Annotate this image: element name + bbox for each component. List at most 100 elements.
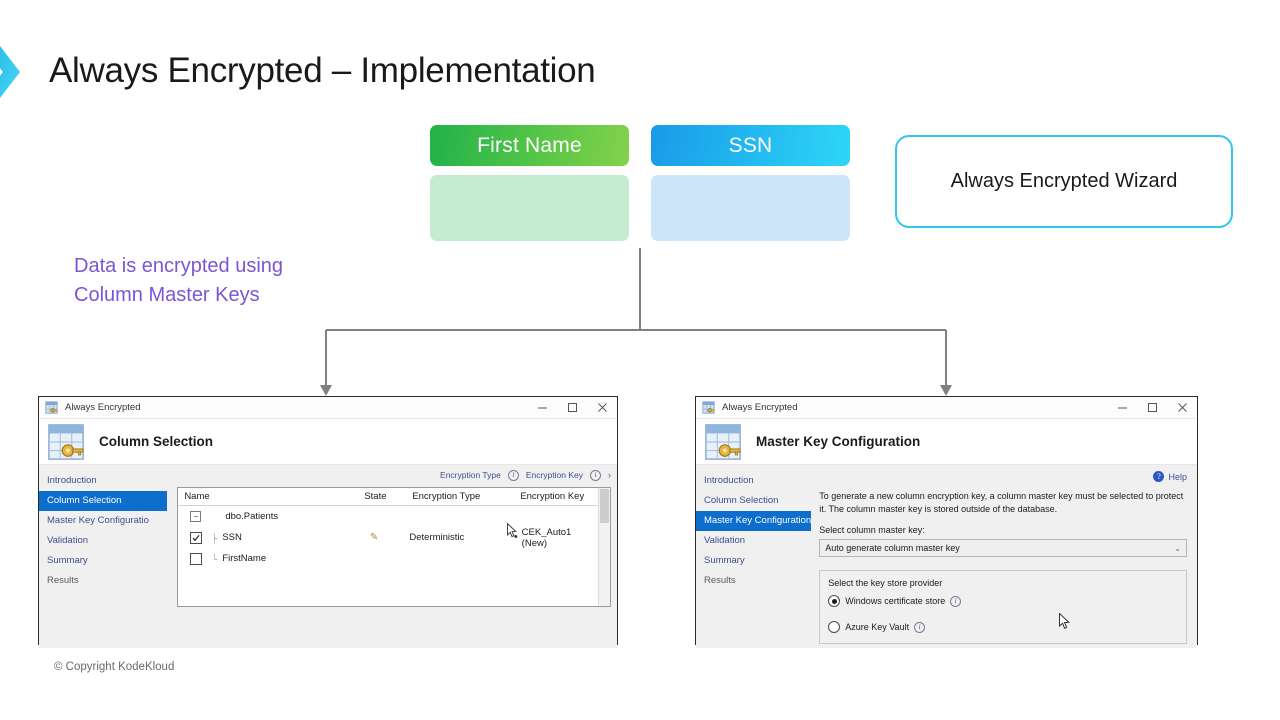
expander-icon[interactable]: − bbox=[190, 511, 202, 522]
table-cell-encryption-key-value: CEK_Auto1 (New) bbox=[521, 526, 572, 549]
radio-azure-key-vault[interactable]: Azure Key Vault i bbox=[828, 621, 1178, 633]
info-icon[interactable]: i bbox=[950, 595, 962, 607]
master-key-configuration-dialog: Always Encrypted Master Key Co bbox=[695, 396, 1198, 648]
select-master-key-label: Select column master key: bbox=[819, 525, 925, 535]
help-label: Help bbox=[1168, 471, 1187, 482]
radio-label-windows-certificate-store: Windows certificate store bbox=[845, 596, 946, 606]
sidebar-item-results[interactable]: Results bbox=[704, 575, 736, 586]
tree-line-icon: └ bbox=[211, 553, 218, 564]
link-encryption-type[interactable]: Encryption Type bbox=[440, 470, 501, 480]
table-cell-name: SSN bbox=[222, 532, 242, 543]
close-icon[interactable] bbox=[1167, 398, 1197, 418]
page-title: Always Encrypted – Implementation bbox=[49, 51, 596, 90]
radio-label-azure-key-vault: Azure Key Vault bbox=[845, 622, 910, 632]
table-key-icon bbox=[705, 423, 741, 460]
table-key-icon bbox=[45, 401, 58, 414]
right-nav-pane: Introduction Column Selection Master Key… bbox=[696, 465, 812, 648]
sidebar-item-summary[interactable]: Summary bbox=[47, 555, 88, 566]
right-dialog-title: Always Encrypted bbox=[722, 402, 798, 413]
column-header-first-name: First Name bbox=[430, 125, 629, 166]
encryption-note: Data is encrypted using Column Master Ke… bbox=[74, 252, 283, 310]
sidebar-item-column-selection[interactable]: Column Selection bbox=[704, 495, 779, 506]
encryption-note-line-2: Column Master Keys bbox=[74, 284, 260, 306]
sidebar-item-master-key-configuration[interactable]: Master Key Configuration bbox=[696, 511, 812, 531]
right-content-pane: ? Help To generate a new column encrypti… bbox=[811, 465, 1197, 648]
sidebar-item-master-key-configuration[interactable]: Master Key Configuratio bbox=[47, 515, 149, 526]
sidebar-item-introduction[interactable]: Introduction bbox=[704, 475, 754, 486]
left-dialog-title: Always Encrypted bbox=[65, 402, 141, 413]
left-dialog-header: Column Selection bbox=[39, 419, 617, 464]
columns-grid-header: Name State Encryption Type Encryption Ke… bbox=[178, 488, 599, 506]
table-row[interactable]: └ FirstName bbox=[178, 548, 598, 569]
column-header-name: Name bbox=[184, 491, 210, 502]
columns-grid: Name State Encryption Type Encryption Ke… bbox=[177, 487, 611, 607]
copyright-footer: © Copyright KodeKloud bbox=[54, 661, 175, 673]
sidebar-item-summary[interactable]: Summary bbox=[704, 555, 745, 566]
info-icon[interactable]: i bbox=[507, 469, 519, 481]
key-store-provider-label: Select the key store provider bbox=[828, 578, 943, 588]
left-window-controls bbox=[527, 398, 617, 418]
close-icon[interactable] bbox=[587, 398, 617, 418]
column-master-key-dropdown[interactable]: Auto generate column master key ⌄ bbox=[819, 539, 1187, 557]
sidebar-item-column-selection[interactable]: Column Selection bbox=[39, 491, 168, 511]
row-checkbox-ssn[interactable] bbox=[190, 531, 203, 544]
minimize-icon[interactable] bbox=[1107, 398, 1137, 418]
table-row[interactable]: ├ SSN ✎ Deterministic • CEK_Auto1 (New) bbox=[178, 527, 598, 549]
grid-scrollbar-thumb[interactable] bbox=[600, 489, 610, 523]
info-icon[interactable]: i bbox=[914, 621, 926, 633]
maximize-icon[interactable] bbox=[1137, 398, 1167, 418]
mouse-cursor-icon bbox=[507, 523, 518, 538]
wizard-callout-label: Always Encrypted Wizard bbox=[950, 170, 1178, 192]
column-selection-dialog: Always Encrypted Column Select bbox=[38, 396, 618, 648]
chevron-down-icon: ⌄ bbox=[1174, 543, 1181, 553]
column-header-encryption-type: Encryption Type bbox=[412, 491, 481, 502]
pencil-icon: ✎ bbox=[369, 532, 379, 543]
left-content-pane: Encryption Type i Encryption Key i › Nam… bbox=[167, 465, 617, 648]
right-window-controls bbox=[1107, 398, 1197, 418]
info-icon[interactable]: i bbox=[590, 469, 601, 481]
grid-scrollbar[interactable] bbox=[598, 488, 610, 606]
tree-line-icon: ├ bbox=[211, 532, 218, 543]
right-dialog-body: Introduction Column Selection Master Key… bbox=[696, 464, 1197, 648]
table-cell-encryption-type[interactable]: Deterministic bbox=[409, 532, 465, 543]
radio-windows-certificate-store[interactable]: Windows certificate store i bbox=[828, 595, 1178, 607]
row-checkbox-firstname[interactable] bbox=[190, 552, 203, 565]
column-header-state: State bbox=[364, 491, 387, 502]
help-link[interactable]: ? Help bbox=[819, 471, 1187, 482]
table-key-icon bbox=[48, 423, 84, 460]
maximize-icon[interactable] bbox=[557, 398, 587, 418]
right-dialog-titlebar[interactable]: Always Encrypted bbox=[696, 397, 1197, 419]
chevron-right-icon[interactable]: › bbox=[608, 470, 611, 480]
table-cell-name: dbo.Patients bbox=[225, 511, 279, 522]
dropdown-bullet-icon: • bbox=[513, 531, 518, 543]
column-body-ssn bbox=[651, 175, 850, 241]
always-encrypted-wizard-callout: Always Encrypted Wizard bbox=[895, 135, 1233, 228]
key-store-provider-group: Select the key store provider Windows ce… bbox=[819, 570, 1187, 644]
radio-selected-icon[interactable] bbox=[828, 595, 841, 607]
column-group-first-name: First Name bbox=[430, 125, 629, 241]
link-encryption-key[interactable]: Encryption Key bbox=[525, 470, 583, 480]
table-cell-name: FirstName bbox=[222, 553, 267, 564]
sidebar-item-validation[interactable]: Validation bbox=[704, 535, 746, 546]
radio-unselected-icon[interactable] bbox=[828, 621, 841, 633]
column-master-key-value: Auto generate column master key bbox=[825, 543, 960, 553]
minimize-icon[interactable] bbox=[527, 398, 557, 418]
left-dialog-body: Introduction Column Selection Master Key… bbox=[39, 464, 617, 648]
help-icon: ? bbox=[1153, 471, 1165, 482]
left-dialog-titlebar[interactable]: Always Encrypted bbox=[39, 397, 617, 419]
left-nav-pane: Introduction Column Selection Master Key… bbox=[39, 465, 168, 648]
table-cell-encryption-key[interactable]: • CEK_Auto1 (New) bbox=[510, 527, 598, 549]
column-header-ssn: SSN bbox=[651, 125, 850, 166]
left-dialog-header-title: Column Selection bbox=[99, 434, 214, 449]
description-text: To generate a new column encryption key,… bbox=[819, 491, 1184, 514]
column-action-links: Encryption Type i Encryption Key i › bbox=[167, 465, 617, 485]
table-key-icon bbox=[702, 401, 715, 414]
right-dialog-header: Master Key Configuration bbox=[696, 419, 1197, 464]
columns-grid-main: Name State Encryption Type Encryption Ke… bbox=[178, 488, 599, 606]
sidebar-item-results[interactable]: Results bbox=[47, 575, 79, 586]
sidebar-item-validation[interactable]: Validation bbox=[47, 535, 89, 546]
chevron-right-logo bbox=[0, 46, 20, 98]
sidebar-item-introduction[interactable]: Introduction bbox=[47, 475, 97, 486]
column-body-first-name bbox=[430, 175, 629, 241]
table-row[interactable]: − dbo.Patients bbox=[178, 506, 598, 527]
